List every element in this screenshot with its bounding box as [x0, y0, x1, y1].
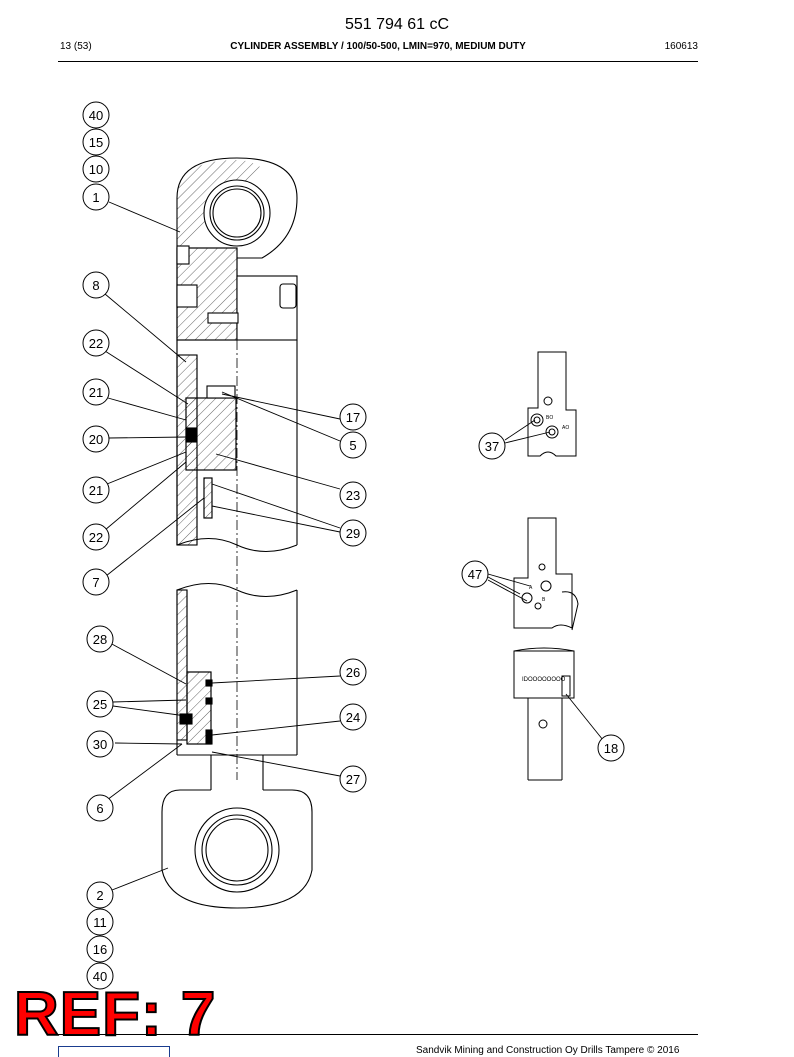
- port-label-a: A: [529, 585, 533, 591]
- balloon: 47: [461, 560, 489, 588]
- footer-divider: [58, 1034, 698, 1035]
- svg-text:21: 21: [89, 385, 103, 400]
- svg-text:10: 10: [89, 162, 103, 177]
- svg-text:20: 20: [89, 432, 103, 447]
- balloon: 25: [86, 690, 114, 718]
- balloon: 28: [86, 625, 114, 653]
- svg-text:2: 2: [96, 888, 103, 903]
- svg-text:40: 40: [93, 969, 107, 984]
- cylinder-body: [161, 157, 313, 909]
- balloon: 27: [339, 765, 367, 793]
- balloon: 16: [86, 935, 114, 963]
- svg-text:16: 16: [93, 942, 107, 957]
- svg-text:28: 28: [93, 632, 107, 647]
- balloon: 29: [339, 519, 367, 547]
- svg-text:15: 15: [89, 135, 103, 150]
- balloon: 23: [339, 481, 367, 509]
- svg-text:27: 27: [346, 772, 360, 787]
- svg-text:25: 25: [93, 697, 107, 712]
- document-number: 551 794 61 cC: [344, 16, 450, 33]
- balloon: 7: [82, 568, 110, 596]
- balloon: 21: [82, 476, 110, 504]
- svg-text:26: 26: [346, 665, 360, 680]
- balloon: 21: [82, 378, 110, 406]
- svg-text:37: 37: [485, 439, 499, 454]
- balloon: 10: [82, 155, 110, 183]
- balloon: 26: [339, 658, 367, 686]
- svg-text:11: 11: [93, 915, 107, 930]
- svg-text:7: 7: [92, 575, 99, 590]
- balloon: 6: [86, 794, 114, 822]
- balloon: 40: [82, 101, 110, 129]
- balloon: 40: [86, 962, 114, 990]
- port-label-ao: AO: [562, 425, 569, 431]
- balloon: 15: [82, 128, 110, 156]
- svg-text:8: 8: [92, 278, 99, 293]
- svg-text:29: 29: [346, 526, 360, 541]
- balloon: 20: [82, 425, 110, 453]
- balloon: 24: [339, 703, 367, 731]
- balloon: 5: [339, 431, 367, 459]
- svg-text:21: 21: [89, 483, 103, 498]
- rod-marking: IDOOOOOOOO: [522, 677, 566, 683]
- balloon: 37: [478, 432, 506, 460]
- company-logo: [58, 1046, 170, 1057]
- svg-text:24: 24: [346, 710, 360, 725]
- port-label-bo: BO: [546, 415, 553, 421]
- leader-lines: [104, 201, 604, 891]
- detail-view-18: [513, 647, 575, 781]
- page-title: CYLINDER ASSEMBLY / 100/50-500, LMIN=970…: [230, 41, 526, 52]
- reference-stamp: REF: 7: [13, 980, 217, 1049]
- balloon: 17: [339, 403, 367, 431]
- balloon: 2: [86, 881, 114, 909]
- revision-date: 160613: [664, 41, 698, 52]
- svg-text:1: 1: [92, 190, 99, 205]
- page-count: 13 (53): [60, 41, 92, 52]
- svg-text:47: 47: [468, 567, 482, 582]
- balloon: 11: [86, 908, 114, 936]
- detail-view-47: [513, 517, 579, 631]
- svg-text:22: 22: [89, 336, 103, 351]
- svg-text:6: 6: [96, 801, 103, 816]
- svg-text:40: 40: [89, 108, 103, 123]
- part-balloons: 40 15 10 1 8 22 21 20 21 22 7 17 5 23 29…: [82, 101, 625, 990]
- svg-text:30: 30: [93, 737, 107, 752]
- header-divider: [58, 61, 698, 62]
- balloon: 30: [86, 730, 114, 758]
- svg-text:5: 5: [349, 438, 356, 453]
- balloon: 8: [82, 271, 110, 299]
- svg-text:18: 18: [604, 741, 618, 756]
- detail-port-labels: BO AO A B IDOOOOOOOO: [522, 415, 569, 683]
- balloon: 22: [82, 329, 110, 357]
- balloon: 18: [597, 734, 625, 762]
- svg-text:17: 17: [346, 410, 360, 425]
- balloon: 1: [82, 183, 110, 211]
- port-label-b: B: [542, 597, 546, 603]
- svg-text:22: 22: [89, 530, 103, 545]
- detail-view-37: [527, 351, 577, 457]
- balloon: 22: [82, 523, 110, 551]
- svg-text:23: 23: [346, 488, 360, 503]
- footer-copyright: Sandvik Mining and Construction Oy Drill…: [416, 1045, 680, 1056]
